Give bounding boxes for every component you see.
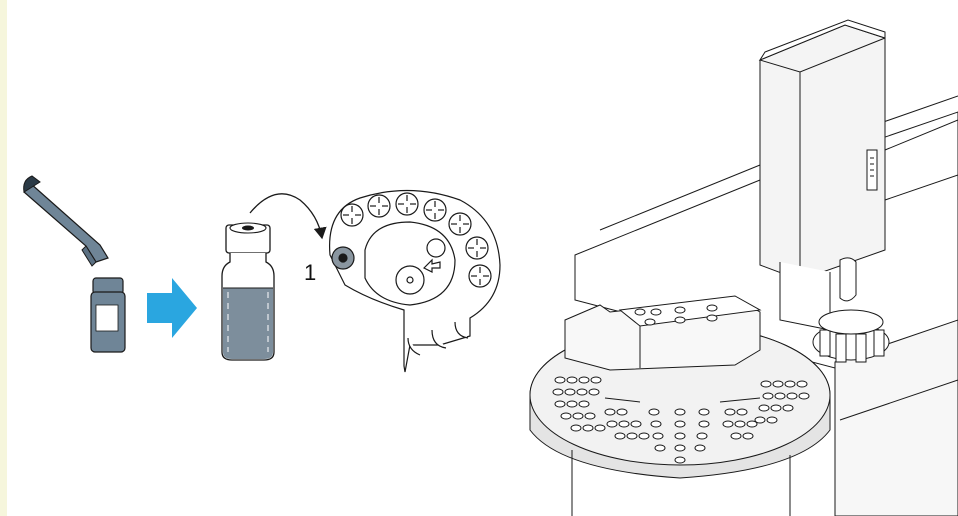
pipette-icon xyxy=(24,176,108,266)
right-arrow-icon xyxy=(147,278,197,338)
sample-turret-icon xyxy=(330,190,500,372)
small-vial-icon xyxy=(91,278,125,352)
autosampler-instrument-icon xyxy=(530,20,958,516)
vial-icon xyxy=(222,223,274,360)
turret-position-label: 1 xyxy=(304,262,316,284)
